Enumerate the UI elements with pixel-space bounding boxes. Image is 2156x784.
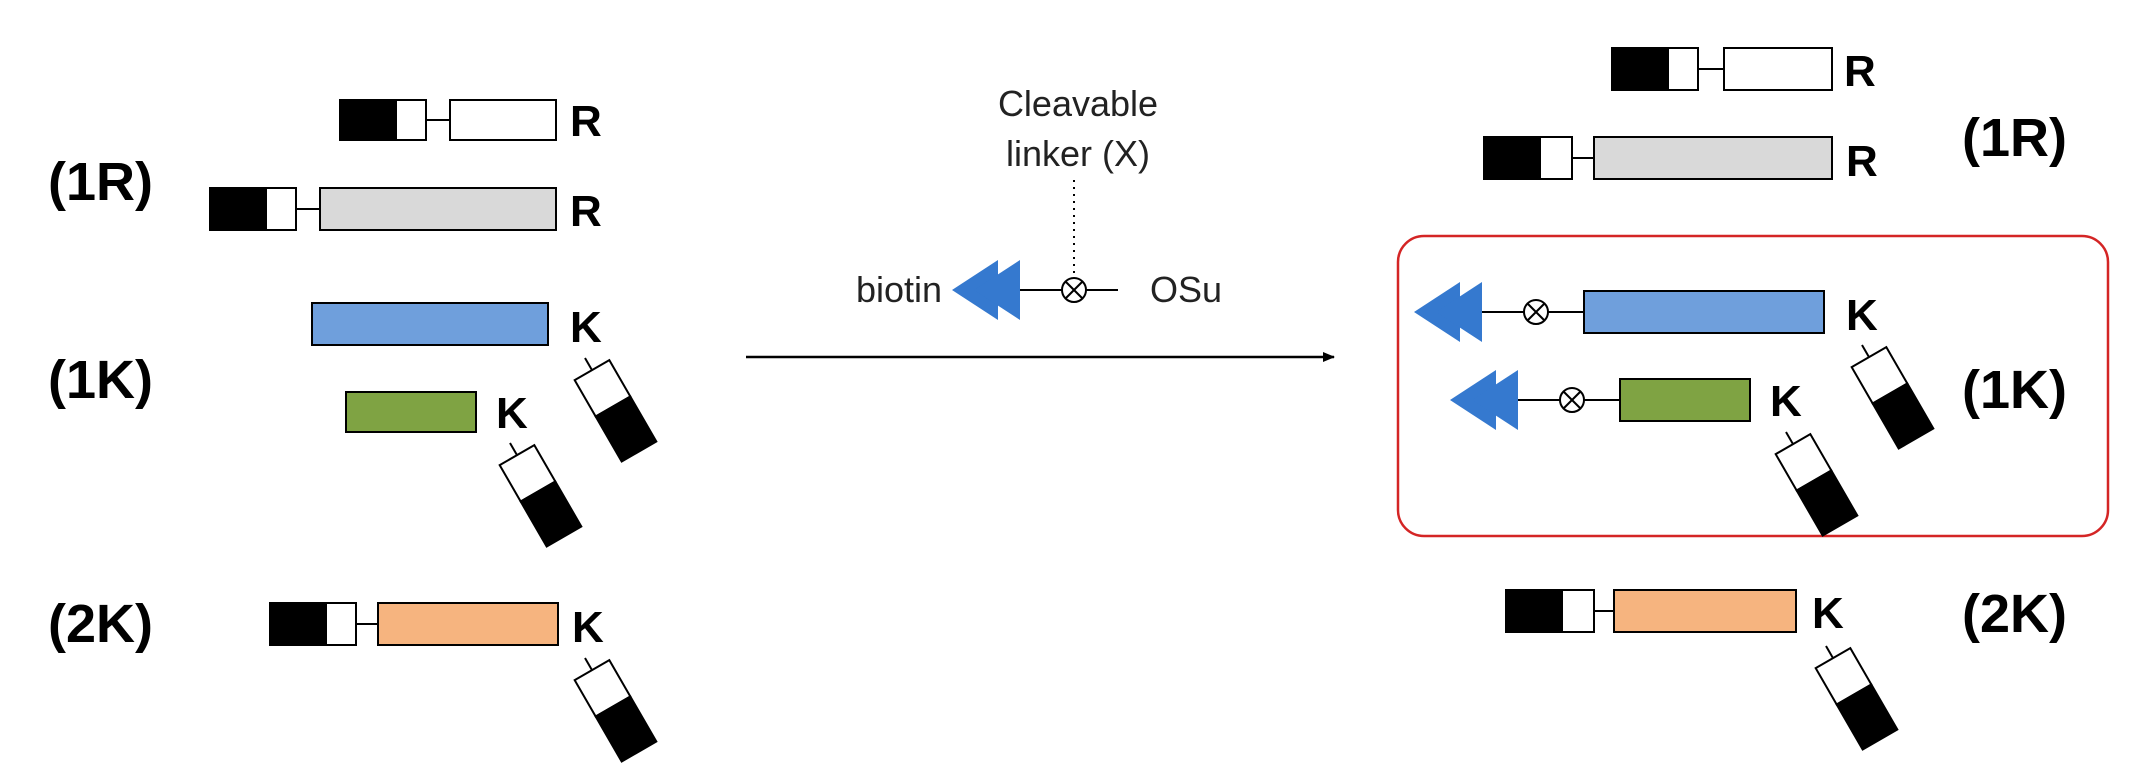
white-tag xyxy=(395,99,427,141)
left-1K-peptide-green: K xyxy=(345,389,583,548)
enriched-group-highlight-box xyxy=(1396,234,2110,538)
right-label-2K: (2K) xyxy=(1962,584,2067,644)
peptide-bar-green xyxy=(345,391,477,433)
lysine-tag xyxy=(1850,344,1935,450)
lysine-tag xyxy=(498,442,583,548)
lysine-tag xyxy=(1814,645,1899,751)
peptide-bar-blue xyxy=(311,302,549,346)
residue-label-R: R xyxy=(570,97,602,146)
left-1R-peptide-long: R xyxy=(209,187,602,236)
right-1K-peptide-green: K xyxy=(1450,370,1859,537)
residue-label-R: R xyxy=(1844,47,1876,96)
peptide-bar-white xyxy=(449,99,557,141)
residue-label-K: K xyxy=(1846,291,1878,340)
reagent-panel: Cleavable linker (X) biotin OSu xyxy=(746,83,1335,362)
black-tag xyxy=(519,480,583,548)
residue-label-K: K xyxy=(496,389,528,438)
lysine-tag xyxy=(573,357,658,463)
peptide-bar-white xyxy=(1723,47,1833,91)
biotin-icon xyxy=(1450,370,1518,430)
black-tag xyxy=(594,695,658,763)
biotin-label: biotin xyxy=(856,269,942,310)
black-tag xyxy=(1505,589,1563,633)
linker-caption-line2: linker (X) xyxy=(1006,133,1150,174)
left-1K-peptide-blue: K xyxy=(311,302,658,463)
white-tag xyxy=(1561,589,1595,633)
black-tag xyxy=(339,99,397,141)
biotin-icon xyxy=(952,260,1020,320)
lysine-tag xyxy=(573,657,658,763)
black-tag xyxy=(594,395,658,463)
black-tag xyxy=(1835,683,1899,751)
left-2K-peptide-orange: K xyxy=(269,602,658,763)
white-tag xyxy=(325,602,357,646)
white-tag xyxy=(1667,47,1699,91)
right-label-1K: (1K) xyxy=(1962,360,2067,420)
residue-label-R: R xyxy=(1846,137,1878,186)
peptide-bar-blue xyxy=(1583,290,1825,334)
peptide-bar-orange xyxy=(377,602,559,646)
peptide-bar-gray xyxy=(1593,136,1833,180)
peptide-bar-green xyxy=(1619,378,1751,422)
cleavable-linker-icon xyxy=(1523,299,1549,325)
cleavable-linker-icon xyxy=(1061,277,1087,303)
right-1R-peptide-long: R xyxy=(1483,136,1878,186)
osu-label: OSu xyxy=(1150,269,1222,310)
black-tag xyxy=(1871,382,1935,450)
left-label-1K: (1K) xyxy=(48,350,153,410)
linker-caption-line1: Cleavable xyxy=(998,83,1158,124)
residue-label-K: K xyxy=(572,603,604,652)
peptide-bar-orange xyxy=(1613,589,1797,633)
black-tag xyxy=(269,602,327,646)
residue-label-K: K xyxy=(570,303,602,352)
residue-label-K: K xyxy=(1770,377,1802,426)
right-2K-peptide-orange: K xyxy=(1505,589,1899,751)
black-tag xyxy=(1483,136,1541,180)
biotin-icon xyxy=(1414,282,1482,342)
black-tag xyxy=(1611,47,1669,91)
left-1R-peptide-short: R xyxy=(339,97,602,146)
right-1R-peptide-short: R xyxy=(1611,47,1876,96)
black-tag xyxy=(1795,469,1859,537)
white-tag xyxy=(1539,136,1573,180)
lysine-tag xyxy=(1774,431,1859,537)
right-label-1R: (1R) xyxy=(1962,108,2067,168)
right-panel: (1R) (1K) (2K) R R xyxy=(1396,47,2110,751)
peptide-bar-gray xyxy=(319,187,557,231)
residue-label-R: R xyxy=(570,187,602,236)
cleavable-linker-icon xyxy=(1559,387,1585,413)
black-tag xyxy=(209,187,267,231)
residue-label-K: K xyxy=(1812,589,1844,638)
left-label-2K: (2K) xyxy=(48,594,153,654)
white-tag xyxy=(265,187,297,231)
left-panel: (1R) (1K) (2K) R R K xyxy=(48,97,658,763)
left-label-1R: (1R) xyxy=(48,152,153,212)
right-1K-peptide-blue: K xyxy=(1414,282,1935,450)
